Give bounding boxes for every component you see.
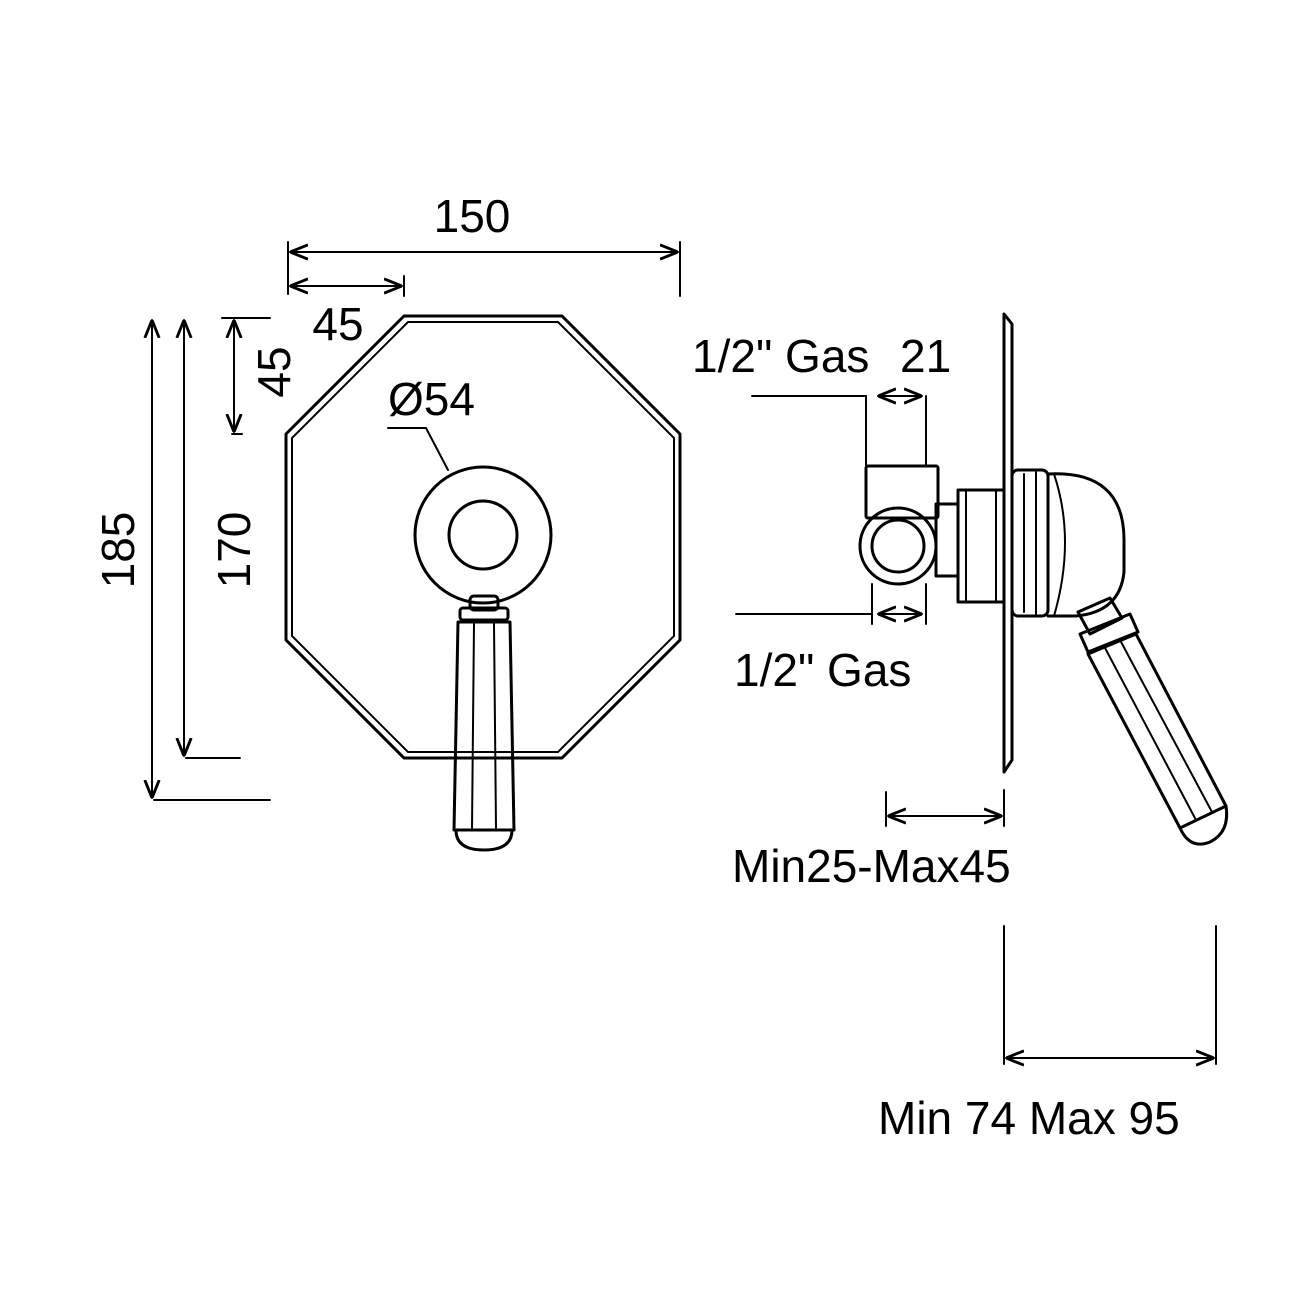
dim-width-corner: 45 <box>312 298 363 350</box>
dim-height-total: 185 <box>92 512 144 589</box>
dim-height-corner: 45 <box>248 346 300 397</box>
dim-projection-lines <box>1003 925 1217 1064</box>
side-plate <box>1002 312 1014 774</box>
dim-width-total: 150 <box>434 190 511 242</box>
dim-inlet-top-width: 21 <box>900 330 951 382</box>
dim-inlet-top: 1/2" Gas <box>692 330 869 382</box>
dim-inlet-bottom: 1/2" Gas <box>734 644 911 696</box>
dim-wall-depth: Min25-Max45 <box>732 840 1011 892</box>
dim-height-plate: 170 <box>208 512 260 589</box>
dim-projection: Min 74 Max 95 <box>878 1092 1180 1144</box>
side-lever-handle <box>1076 596 1229 846</box>
dim-height-total-lines <box>152 319 271 801</box>
dim-wall-depth-lines <box>885 789 1005 827</box>
dim-width-corner-lines <box>289 275 405 297</box>
front-view: Ø54 150 45 45 170 <box>92 190 682 852</box>
octagon-plate-inner <box>291 321 675 753</box>
lever-handle <box>452 594 516 852</box>
side-rosette <box>1010 468 1126 618</box>
side-view: 1/2" Gas 21 1/2" Gas Min25-Max45 Min 74 … <box>692 312 1229 1144</box>
octagon-plate <box>284 314 682 760</box>
dim-width-total-lines <box>287 241 681 297</box>
dim-inlet-bottom-lines <box>735 583 927 625</box>
diameter-leader <box>387 427 449 471</box>
dim-diameter: Ø54 <box>388 373 475 425</box>
dim-height-corner-lines <box>221 317 271 435</box>
dim-height-plate-lines <box>184 319 241 759</box>
rosette-inner <box>447 499 519 571</box>
valve-body <box>858 464 1006 604</box>
rosette-outer <box>413 465 553 605</box>
dim-inlet-top-lines <box>751 396 927 467</box>
